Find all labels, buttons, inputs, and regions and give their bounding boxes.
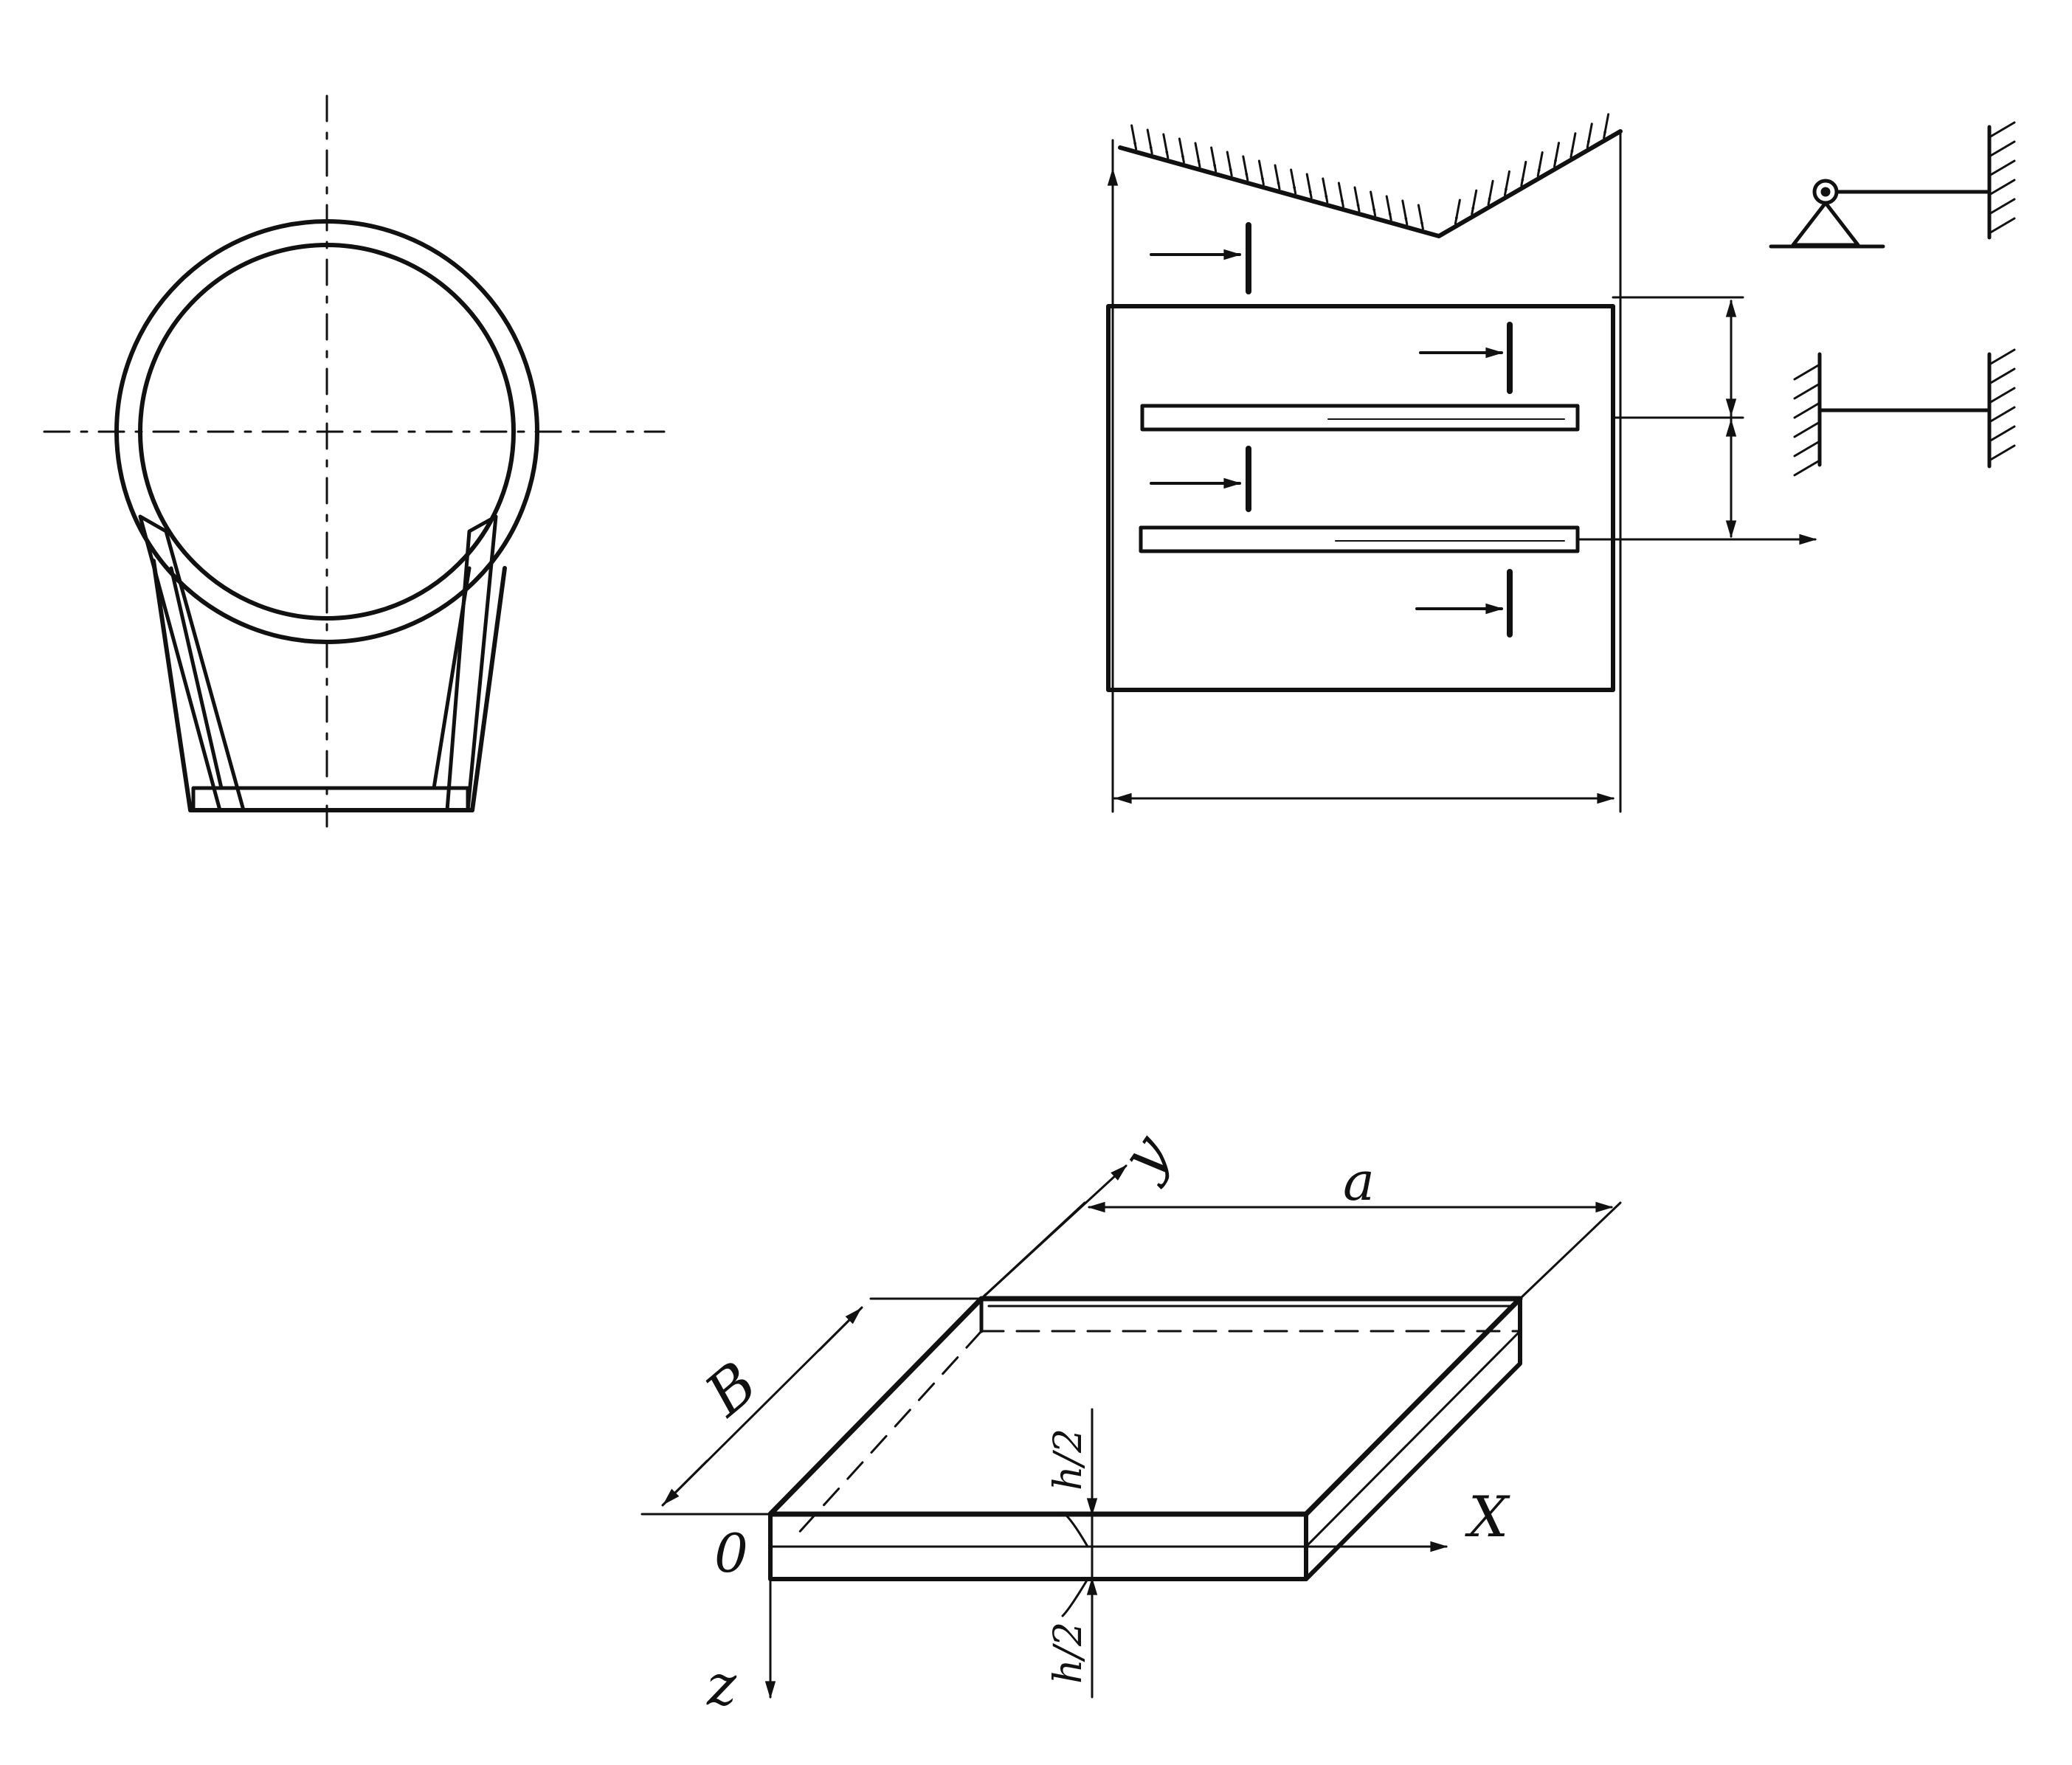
load-arrow — [1401, 199, 1409, 226]
fixed-support-mid-left — [1793, 352, 1990, 477]
support-schemes — [1769, 121, 2016, 477]
load-arrow — [1417, 204, 1424, 230]
load-arrow — [1487, 179, 1494, 206]
load-arrow — [1130, 124, 1138, 151]
load-arrow — [1305, 173, 1313, 199]
load-arrow — [1385, 195, 1392, 221]
fixed-support-top-right — [1987, 121, 2016, 240]
load-arrow — [1471, 189, 1478, 215]
load-arrow — [1162, 133, 1170, 159]
stiffened-panel-figure — [1106, 113, 2016, 813]
label-a: a — [1343, 1150, 1375, 1212]
load-arrow — [1553, 142, 1561, 168]
label-h-half-bottom: h/2 — [1046, 1622, 1091, 1684]
load-arrow — [1337, 182, 1344, 208]
plate-figure: a B 0 X y z h/2 h/2 — [640, 1121, 1622, 1718]
load-arrow — [1290, 168, 1297, 195]
load-arrow — [1603, 113, 1610, 139]
load-arrow — [1322, 177, 1329, 204]
load-arrow — [1536, 151, 1544, 178]
load-arrow — [1520, 160, 1527, 187]
panel-outline — [1106, 304, 1615, 692]
load-arrow — [1586, 122, 1593, 149]
label-origin: 0 — [714, 1522, 748, 1584]
center-lines — [43, 94, 666, 828]
label-h-half-top: h/2 — [1046, 1429, 1091, 1491]
dimension-a — [980, 1201, 1622, 1300]
coordinate-axes — [764, 1164, 1448, 1699]
distributed-load — [1118, 113, 1623, 238]
vertical-dimensions — [1612, 296, 1744, 541]
load-arrow — [1454, 198, 1461, 225]
load-arrow — [1503, 170, 1510, 196]
load-arrow — [1370, 190, 1377, 217]
dimension-b — [640, 1297, 983, 1516]
load-arrow — [1242, 155, 1249, 182]
label-b: B — [691, 1349, 770, 1430]
ring-section-figure — [43, 94, 666, 828]
load-arrow — [1353, 186, 1361, 213]
label-z-axis: z — [706, 1652, 737, 1718]
load-arrow — [1194, 142, 1201, 168]
section-markers — [1150, 222, 1513, 638]
pinned-support — [1769, 179, 1990, 249]
fixed-support-mid-right — [1987, 348, 2016, 469]
load-arrow — [1274, 164, 1281, 190]
thickness-dimension — [1061, 1408, 1098, 1699]
load-arrow — [1257, 159, 1265, 186]
load-arrow — [1226, 151, 1233, 177]
y-axis — [980, 1164, 1127, 1300]
load-arrow — [1210, 146, 1218, 173]
load-arrow — [1569, 132, 1577, 159]
stiffeners — [1139, 404, 1580, 553]
label-y-axis: y — [1106, 1121, 1184, 1190]
plate-body — [767, 1293, 1523, 1581]
load-arrow — [1146, 128, 1153, 155]
load-arrow — [1178, 137, 1185, 164]
label-x-axis: X — [1465, 1484, 1510, 1550]
